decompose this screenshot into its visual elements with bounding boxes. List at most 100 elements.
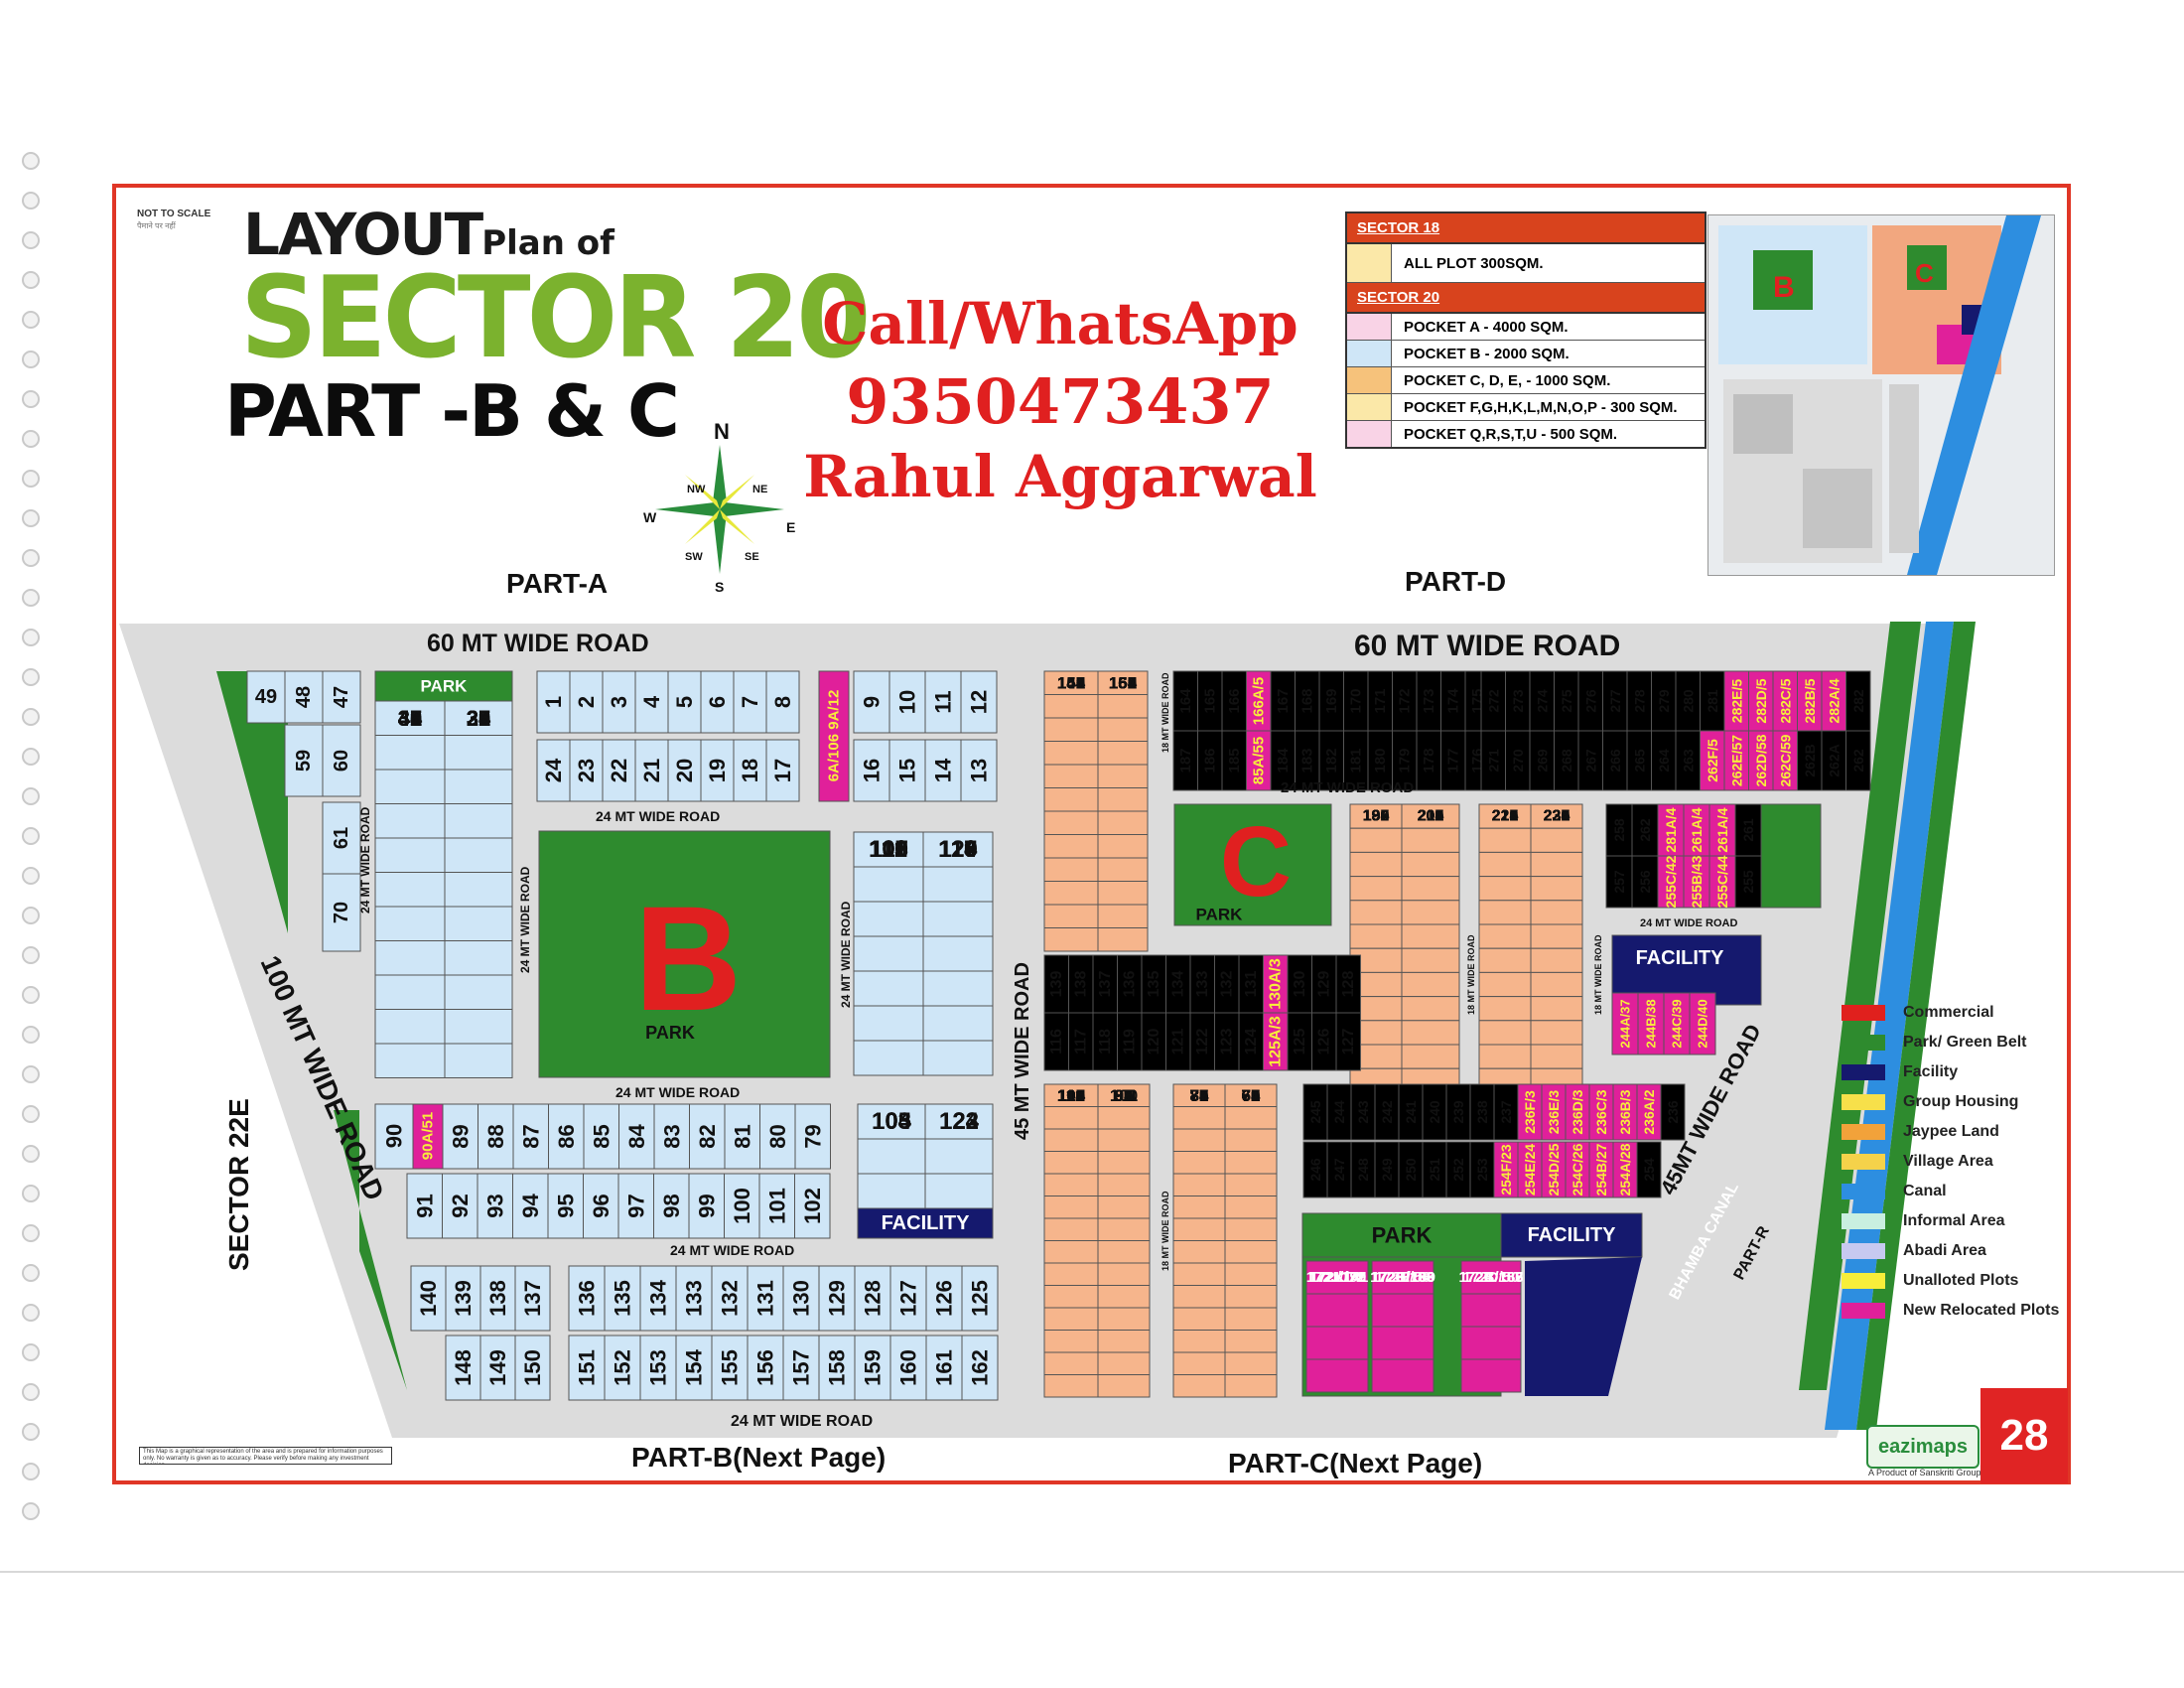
plot: [667, 739, 702, 802]
plot: [602, 739, 636, 802]
plot: [1246, 730, 1272, 791]
plot-number: 30: [467, 706, 490, 731]
plot-number: 280: [1680, 689, 1696, 713]
plot-number: 62: [1242, 1086, 1261, 1105]
plot-number: 115: [939, 836, 978, 863]
plot: [634, 670, 669, 734]
park-c: [1173, 803, 1332, 926]
relocated-plot-number: 90A/51: [420, 1112, 437, 1160]
plot: [1478, 996, 1532, 1022]
plot-number: 131: [753, 1280, 778, 1317]
plot: [1305, 1326, 1369, 1360]
plot: [639, 1265, 677, 1332]
plot-number: 153: [646, 1349, 671, 1386]
plot-number: 104: [1057, 1086, 1086, 1105]
contact-line: Call/WhatsApp: [822, 290, 1298, 357]
plot-number: 36: [398, 706, 422, 731]
plot: [1043, 881, 1099, 906]
plot: [733, 739, 767, 802]
plot: [653, 1103, 690, 1170]
plot: [1401, 900, 1460, 925]
plot-number: 108: [869, 836, 908, 863]
plot-number: 116: [939, 836, 978, 863]
plot-number: 180: [1372, 748, 1389, 773]
plot-number: 223: [1492, 808, 1519, 825]
part-c-next-label: PART-C(Next Page): [1228, 1448, 1483, 1478]
facility-label: FACILITY: [1528, 1224, 1617, 1246]
plot: [1172, 1330, 1226, 1353]
plot: [724, 1103, 760, 1170]
plot: [1460, 1358, 1522, 1393]
plot-number: 90: [1115, 1086, 1134, 1105]
plot: [1683, 803, 1710, 857]
plot-number: 274: [1534, 689, 1550, 713]
plot-number: 208: [1418, 808, 1444, 825]
plot-number: 255C/44: [1714, 855, 1730, 908]
plot: [1651, 730, 1677, 791]
plot: [1214, 954, 1240, 1014]
legend-swatch: [1842, 1273, 1885, 1289]
plot: [922, 935, 994, 972]
plot: [1541, 1141, 1567, 1198]
plot: [1460, 1260, 1522, 1295]
plot: [444, 940, 513, 976]
plot-number: 244D/40: [1696, 999, 1710, 1048]
plot-number: 262: [1637, 818, 1653, 842]
plot-number: 103: [872, 1108, 911, 1135]
plot-number: 131: [1243, 971, 1260, 998]
plot-number: 20: [672, 759, 697, 782]
plot: [1530, 923, 1583, 949]
plot: [853, 1005, 924, 1042]
plot: [1311, 954, 1337, 1014]
plot-number: 240: [1427, 1100, 1442, 1124]
plot: [604, 1335, 641, 1401]
plot: [1043, 1151, 1099, 1175]
plot-number: 40: [398, 706, 422, 731]
plot: [1401, 996, 1460, 1022]
part-a-label: PART-A: [506, 568, 609, 599]
plot-number: 89: [448, 1124, 473, 1148]
plot: [1097, 904, 1149, 928]
plot: [1565, 1083, 1590, 1141]
plot: [1097, 1106, 1151, 1130]
plot-number: 114: [939, 836, 978, 863]
plot-number: 221: [1492, 808, 1519, 825]
plot-number: 122: [1194, 1029, 1211, 1055]
plot-number: 266: [1607, 749, 1623, 773]
table-row-text: ALL PLOT 300SQM.: [1404, 254, 1544, 272]
plot: [1043, 1374, 1099, 1398]
plot-number: 225: [1544, 808, 1570, 825]
plot: [1505, 730, 1531, 791]
plot-number: 179: [1396, 748, 1413, 773]
plot-number: 63: [1242, 1086, 1261, 1105]
plot-number: 124: [939, 1108, 980, 1135]
plot: [1460, 1326, 1522, 1360]
binder-ring: [22, 1383, 40, 1401]
plot-number: 140: [416, 1280, 441, 1317]
plot: [1723, 730, 1749, 791]
plot: [1401, 947, 1460, 973]
plot: [1636, 1083, 1662, 1141]
road-label-45m: 45 MT WIDE ROAD: [1012, 962, 1033, 1140]
minimap-canal: [1907, 215, 2041, 575]
plot: [1189, 954, 1215, 1014]
plot-number: 173: [1421, 688, 1437, 713]
plot-number: 166A/5: [1250, 677, 1267, 725]
plot-number: 99: [1115, 1086, 1134, 1105]
plot: [1172, 1217, 1226, 1241]
plot-number: 31: [467, 706, 490, 731]
park-label: PARK: [645, 1023, 695, 1043]
plot-number: 29: [467, 706, 490, 731]
brand-logo: eazimaps: [1866, 1425, 1979, 1469]
plot-number: 172G/189: [1370, 1269, 1435, 1286]
road-label-24m: 24 MT WIDE ROAD: [596, 808, 720, 824]
plot-number: 117: [939, 836, 978, 863]
plot: [1043, 834, 1099, 859]
plot-number: 172E/58: [1375, 1269, 1431, 1286]
plot-number: 27: [467, 706, 490, 731]
plot: [1295, 670, 1320, 732]
plot-number: 133: [1194, 971, 1211, 998]
plot: [1517, 1083, 1543, 1141]
plot-number: 236A/2: [1641, 1089, 1657, 1134]
plot-number: 154: [682, 1348, 707, 1385]
